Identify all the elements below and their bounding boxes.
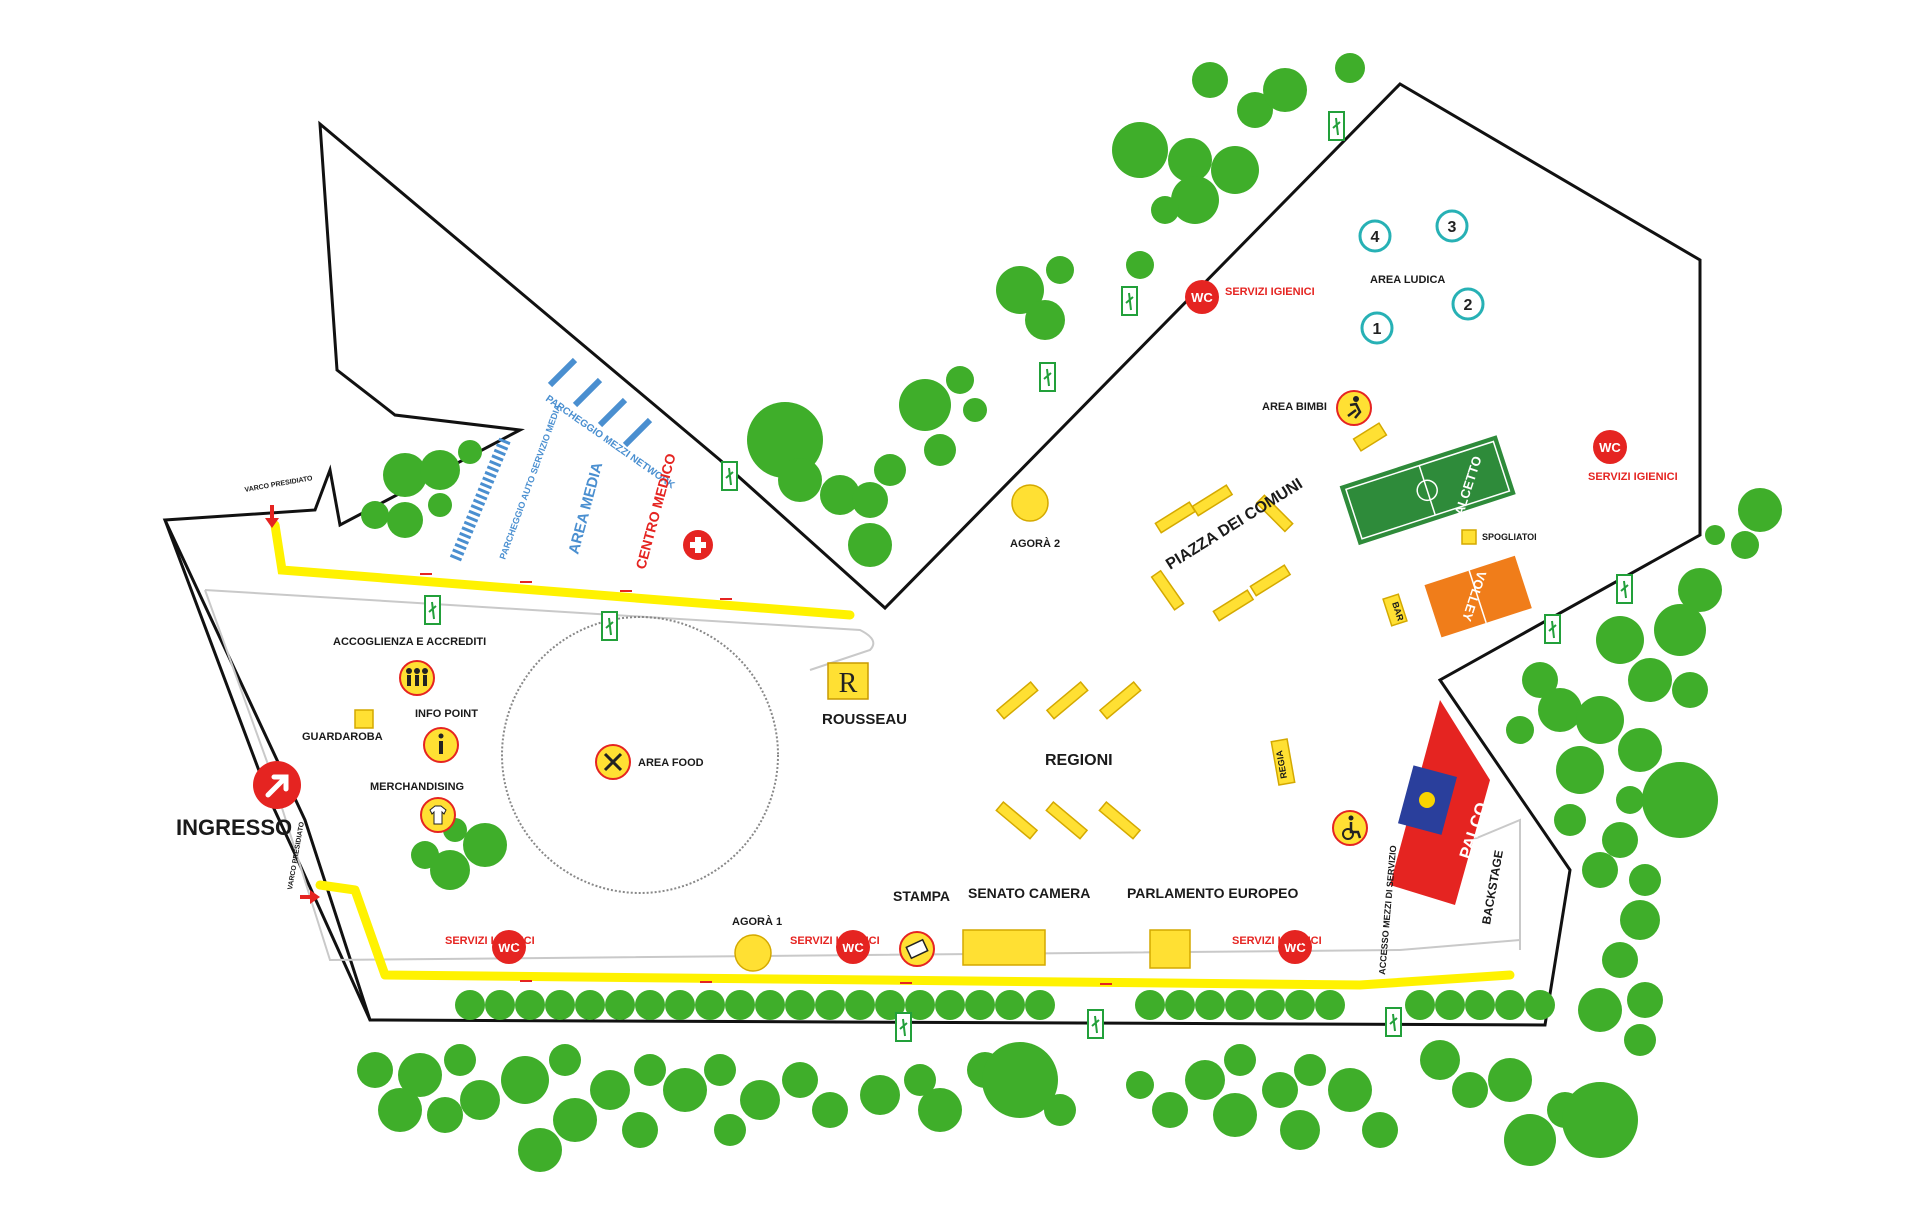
emergency-exit-icon[interactable] xyxy=(1385,1007,1402,1037)
ludica-number-1: 1 xyxy=(1373,321,1382,338)
wc-icon-label: WC xyxy=(1284,940,1306,955)
ludica-number-2: 2 xyxy=(1464,297,1473,314)
parlamento-europeo-box[interactable] xyxy=(1149,929,1191,969)
kids-play-icon[interactable] xyxy=(1336,390,1372,426)
guardaroba-box[interactable] xyxy=(354,709,374,729)
stampa-label: STAMPA xyxy=(893,888,950,904)
agora-1-label: AGORÀ 1 xyxy=(732,915,782,928)
bar-box[interactable] xyxy=(1382,593,1408,627)
ingresso-label: INGRESSO xyxy=(176,815,292,840)
wc-icon[interactable]: WC xyxy=(1278,930,1312,964)
emergency-exit-icon[interactable] xyxy=(1544,614,1561,644)
wheelchair-icon[interactable] xyxy=(1332,810,1368,846)
calcetto-field[interactable] xyxy=(1339,435,1516,546)
piazza-stalls xyxy=(1150,484,1294,622)
backstage-label: BACKSTAGE xyxy=(1479,849,1506,925)
palco-screen-logo xyxy=(1419,792,1435,808)
area-bimbi-zone xyxy=(1352,422,1388,452)
servizi-igienici-label-2: SERVIZI IGIENICI xyxy=(790,935,880,947)
guardaroba-label: GUARDAROBA xyxy=(302,731,383,743)
ludica-number-4: 4 xyxy=(1371,229,1380,246)
varco-arrow-south xyxy=(300,890,320,904)
area-food-circle xyxy=(501,616,779,894)
wc-icon-label: WC xyxy=(498,940,520,955)
people-icon[interactable] xyxy=(399,660,435,696)
regioni-stalls xyxy=(995,680,1142,840)
info-point-label: INFO POINT xyxy=(415,708,478,720)
merchandising-label: MERCHANDISING xyxy=(370,781,464,793)
wc-icon-label: WC xyxy=(1599,440,1621,455)
entry-route-north xyxy=(270,520,855,620)
ludica-spot-3[interactable]: 3 xyxy=(1435,209,1469,243)
agora-2-label: AGORÀ 2 xyxy=(1010,537,1060,550)
entry-route-south xyxy=(315,880,1515,990)
emergency-exit-icon[interactable] xyxy=(721,461,738,491)
spogliatoi-label: SPOGLIATOI xyxy=(1482,532,1537,542)
volley-field[interactable] xyxy=(1424,555,1532,638)
ludica-number-3: 3 xyxy=(1448,219,1457,236)
wc-icon[interactable]: WC xyxy=(1185,280,1219,314)
info-icon[interactable] xyxy=(423,727,459,763)
wc-icon-label: WC xyxy=(1191,290,1213,305)
route-arrows xyxy=(420,573,1112,985)
regioni-label: REGIONI xyxy=(1045,752,1113,769)
senato-camera-box[interactable] xyxy=(962,929,1046,966)
site-boundary-west xyxy=(163,519,372,1021)
parlamento-europeo-label: PARLAMENTO EUROPEO xyxy=(1127,885,1298,901)
emergency-exit-icon[interactable] xyxy=(1121,286,1138,316)
area-bimbi-label: AREA BIMBI xyxy=(1262,401,1327,413)
emergency-exit-icon[interactable] xyxy=(1087,1009,1104,1039)
newspaper-icon[interactable] xyxy=(899,931,935,967)
entrance-arrow-icon[interactable] xyxy=(253,761,301,809)
rousseau-icon: R xyxy=(839,668,858,699)
senato-camera-label: SENATO CAMERA xyxy=(968,885,1090,901)
tshirt-icon[interactable] xyxy=(420,797,456,833)
inner-walkway xyxy=(204,589,1521,962)
wc-icon[interactable]: WC xyxy=(836,930,870,964)
medical-cross-icon[interactable] xyxy=(683,530,713,560)
rousseau-label: ROUSSEAU xyxy=(822,711,907,728)
regia-label: REGIA xyxy=(1274,749,1289,779)
emergency-exit-icon[interactable] xyxy=(1616,574,1633,604)
ludica-spot-1[interactable]: 1 xyxy=(1360,311,1394,345)
parking-media xyxy=(449,437,511,563)
trees xyxy=(357,53,1782,1172)
wc-icon-label: WC xyxy=(842,940,864,955)
wc-icon[interactable]: WC xyxy=(492,930,526,964)
emergency-exit-icon[interactable] xyxy=(424,595,441,625)
ludica-spot-2[interactable]: 2 xyxy=(1451,287,1485,321)
area-media-label: AREA MEDIA xyxy=(565,460,606,556)
varco-presidiato-north-label: VARCO PRESIDIATO xyxy=(244,475,314,494)
servizi-igienici-label-3: SERVIZI IGIENICI xyxy=(1232,935,1322,947)
servizi-igienici-label-5: SERVIZI IGIENICI xyxy=(1588,471,1678,483)
servizi-igienici-label-4: SERVIZI IGIENICI xyxy=(1225,286,1315,298)
parking-network xyxy=(547,357,653,448)
accesso-mezzi-label: ACCESSO MEZZI DI SERVIZIO xyxy=(1377,845,1398,975)
regia-box[interactable] xyxy=(1270,738,1296,786)
emergency-exit-icon[interactable] xyxy=(895,1012,912,1042)
cutlery-icon[interactable] xyxy=(595,744,631,780)
site-boundary xyxy=(162,82,1702,1027)
parcheggio-auto-servizio-media-label: PARCHEGGIO AUTO SERVIZIO MEDIA xyxy=(497,403,563,561)
area-food-label: AREA FOOD xyxy=(638,757,704,769)
ludica-spot-4[interactable]: 4 xyxy=(1358,219,1392,253)
emergency-exit-icon[interactable] xyxy=(601,611,618,641)
emergency-exit-icon[interactable] xyxy=(1039,362,1056,392)
wc-icon[interactable]: WC xyxy=(1593,430,1627,464)
servizi-igienici-label-1: SERVIZI IGIENICI xyxy=(445,935,535,947)
area-ludica-label: AREA LUDICA xyxy=(1370,274,1445,286)
agora-2-dot[interactable] xyxy=(1011,484,1049,522)
varco-arrow-north xyxy=(265,505,279,528)
accoglienza-label: ACCOGLIENZA E ACCREDITI xyxy=(333,636,486,648)
spogliatoi-box[interactable] xyxy=(1461,529,1477,545)
agora-1-dot[interactable] xyxy=(734,934,772,972)
rousseau-box[interactable] xyxy=(827,662,869,700)
emergency-exit-icon[interactable] xyxy=(1328,111,1345,141)
